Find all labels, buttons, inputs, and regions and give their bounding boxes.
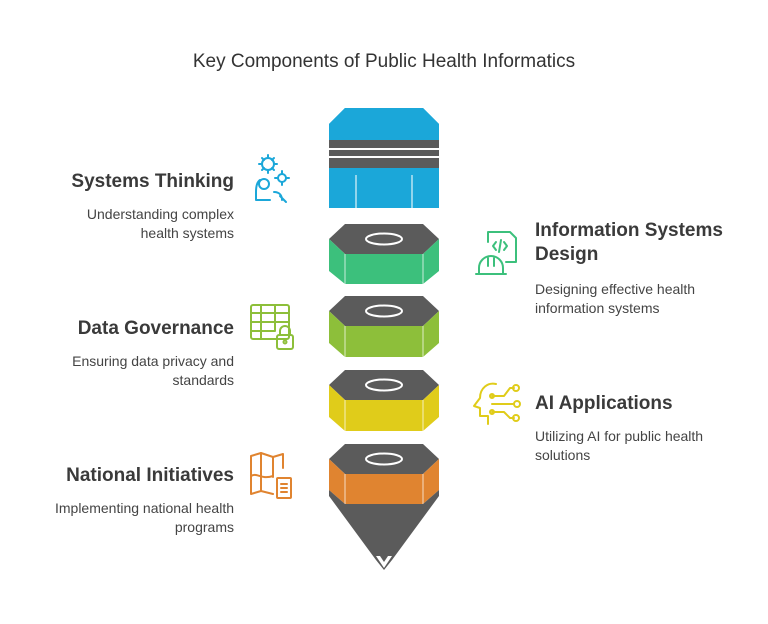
gears-person-icon xyxy=(255,154,290,203)
national-initiatives-heading: National Initiatives xyxy=(66,465,234,486)
table-lock-icon xyxy=(250,304,294,350)
national-initiatives-description: Implementing national health programs xyxy=(54,500,234,535)
stack-layer-national-initiatives xyxy=(329,444,439,570)
map-document-icon xyxy=(250,452,292,499)
data-governance-heading: Data Governance xyxy=(77,318,234,339)
information-systems-design-heading: Information Systems Design xyxy=(535,220,723,265)
stack-layer-information-systems-design xyxy=(329,224,439,284)
data-governance-description: Ensuring data privacy and standards xyxy=(72,353,234,388)
page-title: Key Components of Public Health Informat… xyxy=(192,51,576,72)
ai-applications-description: Utilizing AI for public health solutions xyxy=(535,428,704,463)
ai-head-icon xyxy=(473,382,521,425)
stack-layer-data-governance xyxy=(329,296,439,357)
systems-thinking-heading: Systems Thinking xyxy=(71,171,234,192)
systems-thinking-description: Understanding complex health systems xyxy=(86,206,234,241)
information-systems-design-description: Designing effective health information s… xyxy=(535,281,696,316)
stack-layer-ai-applications xyxy=(329,370,439,431)
stack-layer-systems-thinking xyxy=(329,108,439,208)
code-hardhat-icon xyxy=(475,231,517,275)
ai-applications-heading: AI Applications xyxy=(535,393,673,414)
